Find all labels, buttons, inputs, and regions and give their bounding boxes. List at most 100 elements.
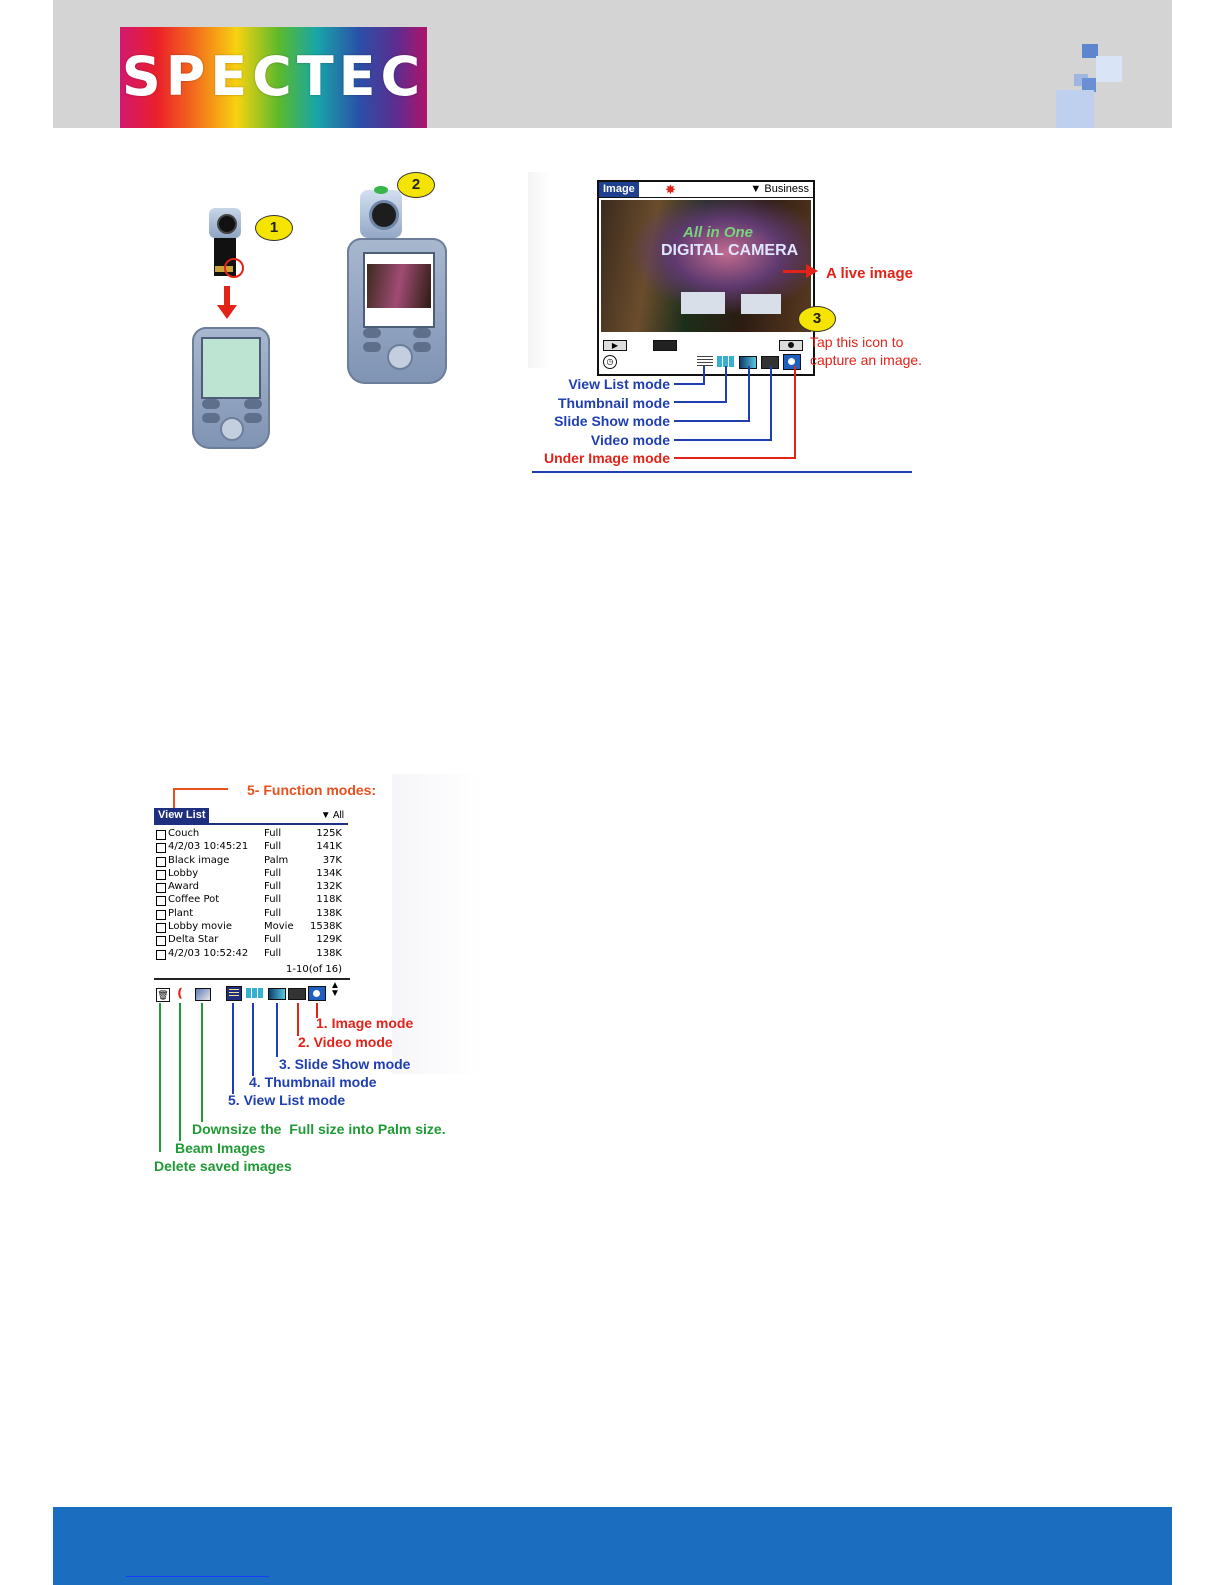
callout-2: 2 bbox=[397, 172, 435, 198]
row-checkbox[interactable] bbox=[156, 843, 166, 854]
tap-icon-note-line1: Tap this icon to bbox=[810, 334, 904, 350]
row-type: Full bbox=[264, 934, 282, 946]
view-list-mode-label: View List mode bbox=[568, 376, 670, 392]
left-shadow-strip bbox=[528, 172, 550, 368]
video-mode-label: 2. Video mode bbox=[298, 1034, 393, 1050]
image-mode-button[interactable] bbox=[308, 986, 326, 1001]
footer-link-underline bbox=[126, 1576, 269, 1577]
row-name: Lobby movie bbox=[168, 921, 233, 933]
beam-icon[interactable]: ❪ bbox=[175, 986, 186, 1000]
row-type: Full bbox=[264, 841, 282, 853]
slide-show-mode-label-2: 3. Slide Show mode bbox=[279, 1056, 411, 1072]
downsize-icon[interactable] bbox=[195, 988, 211, 1001]
row-size: 129K bbox=[316, 934, 342, 946]
beam-images-label: Beam Images bbox=[175, 1140, 266, 1156]
row-size: 125K bbox=[316, 828, 342, 839]
thumbnail-mode-label-2: 4. Thumbnail mode bbox=[249, 1074, 377, 1090]
thumbnail-mode-button[interactable] bbox=[246, 988, 264, 998]
list-item[interactable]: Black image Palm 37K bbox=[156, 855, 346, 868]
row-size: 134K bbox=[316, 867, 342, 879]
row-size: 141K bbox=[316, 841, 342, 853]
row-checkbox[interactable] bbox=[156, 936, 166, 947]
thumbnail-mode-label: Thumbnail mode bbox=[558, 395, 670, 411]
category-dropdown[interactable]: ▼ Business bbox=[750, 183, 809, 195]
row-name: Delta Star bbox=[168, 934, 219, 946]
scroll-arrows-icon[interactable]: ▲▼ bbox=[330, 980, 340, 999]
trash-icon[interactable]: 🗑 bbox=[156, 988, 170, 1002]
under-image-mode-label: Under Image mode bbox=[543, 450, 670, 466]
row-name: 4/2/03 10:52:42 bbox=[168, 947, 249, 959]
pause-button[interactable] bbox=[653, 340, 677, 351]
row-size: 37K bbox=[322, 854, 342, 866]
tap-icon-note-line2: capture an image. bbox=[810, 352, 923, 368]
row-checkbox[interactable] bbox=[156, 909, 166, 920]
callout-1: 1 bbox=[255, 215, 293, 241]
row-name: Couch bbox=[168, 828, 200, 839]
row-name: Plant bbox=[168, 907, 194, 919]
row-type: Full bbox=[264, 828, 282, 839]
row-name: Black image bbox=[168, 854, 230, 866]
callout-3: 3 bbox=[798, 306, 836, 332]
row-checkbox[interactable] bbox=[156, 883, 166, 894]
live-image-arrow-head bbox=[806, 264, 818, 278]
view-list-mode-label-2: 5. View List mode bbox=[228, 1092, 346, 1108]
spectec-logo: SPECTEC bbox=[120, 27, 427, 128]
row-checkbox[interactable] bbox=[156, 869, 166, 880]
row-size: 118K bbox=[316, 894, 342, 906]
decorative-squares bbox=[1056, 44, 1122, 128]
video-mode-label: Video mode bbox=[590, 432, 670, 448]
app-logo-icon: ✸ bbox=[665, 182, 676, 197]
row-type: Full bbox=[264, 907, 282, 919]
pagination-text: 1-10(of 16) bbox=[286, 964, 343, 975]
row-name: Award bbox=[168, 881, 200, 893]
list-item[interactable]: Couch Full 125K bbox=[156, 828, 346, 841]
image-mode-label: 1. Image mode bbox=[316, 1015, 414, 1031]
viewlist-title: View List bbox=[154, 808, 210, 823]
row-name: Lobby bbox=[168, 867, 199, 879]
row-size: 132K bbox=[316, 881, 342, 893]
camera-leader-lines bbox=[532, 366, 912, 473]
thumbnail-mode-icon[interactable] bbox=[717, 356, 735, 367]
slide-show-mode-button[interactable] bbox=[268, 988, 286, 1000]
play-button[interactable]: ▶ bbox=[603, 340, 627, 351]
list-item[interactable]: Lobby Full 134K bbox=[156, 868, 346, 881]
row-checkbox[interactable] bbox=[156, 923, 166, 934]
list-item[interactable]: Plant Full 138K bbox=[156, 908, 346, 921]
palm-device-right bbox=[347, 238, 447, 384]
row-name: Coffee Pot bbox=[168, 894, 220, 906]
photo-text-2: DIGITAL CAMERA bbox=[661, 242, 799, 259]
image-mode-icon[interactable] bbox=[783, 354, 801, 370]
function-modes-label: 5- Function modes: bbox=[247, 782, 377, 798]
capture-button[interactable] bbox=[779, 340, 803, 351]
row-checkbox[interactable] bbox=[156, 856, 166, 867]
camera-title: Image bbox=[599, 182, 639, 197]
list-item[interactable]: 4/2/03 10:45:21 Full 141K bbox=[156, 841, 346, 854]
clock-icon[interactable]: ◷ bbox=[603, 355, 617, 369]
viewlist-shadow bbox=[392, 774, 484, 1074]
insert-arrow-head bbox=[217, 305, 237, 319]
row-size: 138K bbox=[316, 907, 342, 919]
page-footer bbox=[53, 1507, 1172, 1585]
viewlist-title-bar: View List ▼ All bbox=[154, 808, 348, 825]
filter-dropdown[interactable]: ▼ All bbox=[320, 810, 344, 821]
row-checkbox[interactable] bbox=[156, 896, 166, 907]
viewlist-divider bbox=[154, 978, 350, 980]
row-checkbox[interactable] bbox=[156, 949, 166, 960]
live-image: All in One DIGITAL CAMERA bbox=[601, 200, 811, 332]
slide-show-mode-label: Slide Show mode bbox=[554, 413, 670, 429]
list-item[interactable]: Delta Star Full 129K bbox=[156, 934, 346, 947]
row-checkbox[interactable] bbox=[156, 830, 166, 840]
row-type: Full bbox=[264, 867, 282, 879]
insert-arrow bbox=[224, 286, 230, 308]
view-list-mode-icon[interactable] bbox=[697, 356, 713, 367]
row-size: 1538K bbox=[309, 921, 342, 933]
row-name: 4/2/03 10:45:21 bbox=[168, 841, 249, 853]
palm-device-left bbox=[192, 327, 270, 449]
row-type: Palm bbox=[264, 854, 289, 866]
view-list-mode-button[interactable] bbox=[226, 986, 242, 1001]
video-mode-button[interactable] bbox=[288, 988, 306, 1000]
